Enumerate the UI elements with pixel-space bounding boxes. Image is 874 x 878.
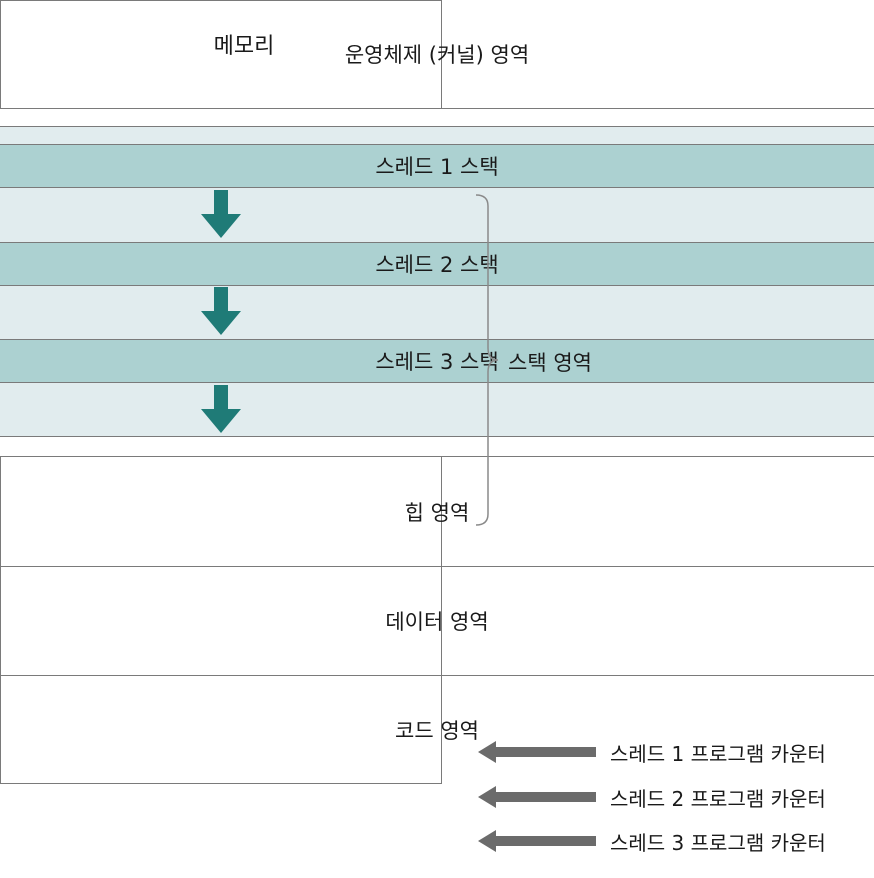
pc-label-1: 스레드 1 프로그램 카운터: [610, 741, 826, 766]
kernel-region-label: 운영체제 (커널) 영역: [344, 43, 530, 67]
stack-area-label: 스택 영역: [508, 351, 592, 375]
memory-diagram: 운영체제 (커널) 영역 스레드 1 스택 스레드 2 스택 스레드 3 스택 …: [0, 0, 874, 784]
kernel-region: 운영체제 (커널) 영역: [0, 0, 874, 109]
pc-row-2: 스레드 2 프로그램 카운터: [478, 782, 826, 812]
pc-row-1: 스레드 1 프로그램 카운터: [478, 737, 826, 767]
stack-growth-arrow-3: [201, 385, 241, 433]
stack-growth-arrow-1: [201, 190, 241, 238]
stack-growth-arrow-2: [201, 287, 241, 335]
pc-label-2: 스레드 2 프로그램 카운터: [610, 786, 826, 811]
code-region-label: 코드 영역: [395, 719, 479, 743]
thread-3-stack: 스레드 3 스택: [0, 339, 874, 383]
thread-1-stack-label: 스레드 1 스택: [375, 155, 499, 179]
pc-arrow-1: [478, 741, 596, 763]
code-region: 코드 영역: [0, 676, 874, 784]
thread-2-stack-label: 스레드 2 스택: [375, 253, 499, 277]
pc-row-3: 스레드 3 프로그램 카운터: [478, 826, 826, 856]
thread-2-stack: 스레드 2 스택: [0, 242, 874, 286]
heap-region: 힙 영역: [0, 457, 874, 567]
data-region-label: 데이터 영역: [385, 610, 489, 634]
thread-3-stack-label: 스레드 3 스택: [375, 350, 499, 374]
pc-arrow-3: [478, 830, 596, 852]
data-region: 데이터 영역: [0, 567, 874, 676]
heap-region-label: 힙 영역: [404, 500, 470, 525]
pc-arrow-2: [478, 786, 596, 808]
thread-1-stack: 스레드 1 스택: [0, 144, 874, 188]
memory-title: 메모리: [213, 34, 275, 59]
stack-bottom-gap: [0, 437, 874, 457]
stack-top-gap: [0, 109, 874, 127]
pc-label-3: 스레드 3 프로그램 카운터: [610, 830, 826, 855]
stack-area-brace: [475, 194, 499, 526]
